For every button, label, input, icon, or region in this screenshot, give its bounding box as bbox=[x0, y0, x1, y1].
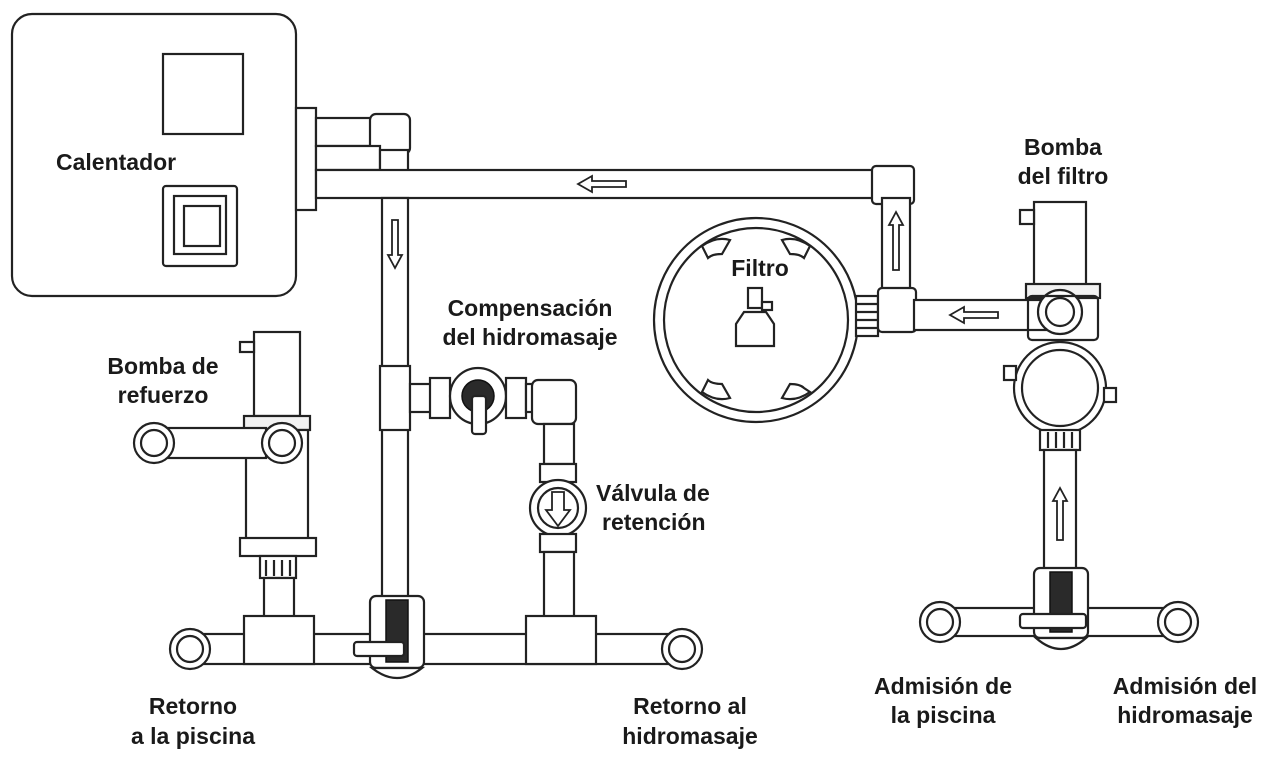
label-pool-return-2: a la piscina bbox=[131, 723, 255, 749]
label-spa-intake-1: Admisión del bbox=[1113, 673, 1257, 699]
filter bbox=[652, 216, 880, 424]
filter-clamp-tr bbox=[780, 237, 812, 260]
label-pool-intake-1: Admisión de bbox=[874, 673, 1012, 699]
spa-comp-tee bbox=[378, 364, 412, 432]
label-booster-1: Bomba de bbox=[107, 353, 218, 379]
spa-comp-valve-flange-l bbox=[428, 376, 452, 420]
check-valve-arrow bbox=[544, 491, 572, 528]
labels: Calentador Bomba del filtro Filtro Compe… bbox=[56, 134, 1257, 749]
heater-outlet-pipes bbox=[314, 112, 412, 176]
heater-display bbox=[161, 52, 245, 136]
pool-return-fitting-inner bbox=[175, 634, 205, 664]
filter-pump-strainer-lid bbox=[1020, 348, 1100, 428]
intake-diverter-handle[interactable] bbox=[1018, 612, 1088, 630]
label-pool-return-1: Retorno bbox=[149, 693, 237, 719]
label-filter: Filtro bbox=[731, 255, 789, 281]
filter-clamp-tl bbox=[700, 237, 732, 260]
filter-pump-strainer bbox=[1012, 340, 1108, 436]
filter-valve-vent bbox=[760, 300, 774, 312]
filter-clamp-br bbox=[780, 382, 812, 401]
label-spa-comp-2: del hidromasaje bbox=[442, 324, 617, 350]
bottom-return-pipe bbox=[168, 594, 704, 680]
filter-pressure-valve[interactable] bbox=[734, 310, 776, 348]
label-spa-return-2: hidromasaje bbox=[622, 723, 758, 749]
return-diverter-handle[interactable] bbox=[352, 640, 406, 658]
spa-comp-down-pipe-1 bbox=[542, 422, 576, 466]
filter-pump bbox=[1002, 200, 1118, 574]
booster-volute-inner bbox=[267, 428, 297, 458]
heater-connector bbox=[294, 106, 318, 212]
label-filter-pump-1: Bomba bbox=[1024, 134, 1102, 160]
label-spa-return-1: Retorno al bbox=[633, 693, 747, 719]
label-check-valve-2: retención bbox=[602, 509, 706, 535]
flow-arrow-up-filter bbox=[887, 210, 905, 271]
filter-outlet-pipe bbox=[876, 196, 1048, 334]
flow-arrow-down-left bbox=[386, 219, 404, 270]
booster-down-pipe bbox=[262, 576, 296, 620]
heater-outlet-lower bbox=[314, 144, 382, 172]
check-valve bbox=[528, 462, 588, 638]
heater-control-inner bbox=[182, 204, 222, 248]
filter-outlet-elbow bbox=[876, 286, 918, 334]
filter-pump-housing-top bbox=[1026, 294, 1100, 342]
spa-comp-valve-flange-r bbox=[504, 376, 528, 420]
intake-diverter-bottom bbox=[1033, 636, 1089, 651]
filter-pump-strainer-tab-l bbox=[1002, 364, 1018, 382]
intake-line bbox=[918, 566, 1200, 651]
spa-compensation-line bbox=[378, 364, 578, 466]
filter-pump-motor-tab bbox=[1018, 208, 1036, 226]
filter-pump-volute-inner bbox=[1044, 296, 1076, 328]
filter-clamp-bl bbox=[700, 378, 732, 401]
label-spa-intake-2: hidromasaje bbox=[1117, 702, 1253, 728]
pool-intake-fitting-inner bbox=[925, 607, 955, 637]
filter-union bbox=[854, 294, 880, 338]
heater bbox=[10, 12, 318, 298]
label-filter-pump-2: del filtro bbox=[1018, 163, 1109, 189]
flow-arrow-left-top bbox=[576, 174, 627, 194]
booster-motor-tab bbox=[238, 340, 256, 354]
filter-pump-union bbox=[1038, 428, 1082, 452]
check-valve-flange-bottom bbox=[538, 532, 578, 554]
spa-comp-elbow bbox=[530, 378, 578, 426]
main-return-pipe bbox=[314, 164, 916, 206]
filter-valve-stem bbox=[746, 286, 764, 310]
filter-pump-strainer-tab-r bbox=[1102, 386, 1118, 404]
booster-motor bbox=[252, 330, 302, 418]
booster-inlet-fitting-inner bbox=[139, 428, 169, 458]
label-spa-comp-1: Compensación bbox=[448, 295, 613, 321]
flow-arrow-up-intake bbox=[1051, 486, 1069, 541]
label-heater: Calentador bbox=[56, 149, 176, 175]
booster-base bbox=[238, 536, 318, 558]
filter-rim bbox=[662, 226, 850, 414]
spa-intake-fitting-inner bbox=[1163, 607, 1193, 637]
spa-return-tee bbox=[524, 614, 598, 666]
booster-tee bbox=[242, 614, 316, 666]
heater-outlet-upper bbox=[314, 116, 376, 148]
spa-return-fitting-inner bbox=[667, 634, 697, 664]
label-booster-2: refuerzo bbox=[118, 382, 209, 408]
label-check-valve-1: Válvula de bbox=[596, 480, 710, 506]
return-diverter-bottom bbox=[368, 666, 426, 680]
spa-comp-valve-handle[interactable] bbox=[470, 394, 488, 436]
flow-arrow-left-filter bbox=[948, 305, 999, 325]
filter-pump-motor bbox=[1032, 200, 1088, 292]
label-pool-intake-2: la piscina bbox=[891, 702, 996, 728]
